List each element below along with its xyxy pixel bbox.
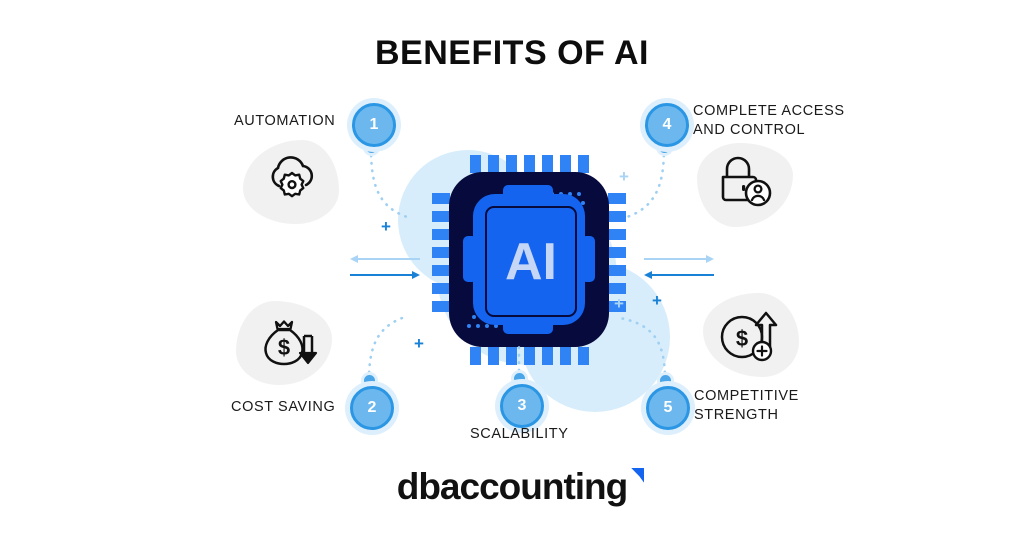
arrow-left-in — [350, 255, 420, 263]
chip-pin-left-3 — [432, 229, 450, 240]
benefit-badge-5[interactable]: 5 — [646, 386, 690, 430]
chip-pin-top-3 — [506, 155, 517, 173]
benefit-badge-2[interactable]: 2 — [350, 386, 394, 430]
competitive-strength-icon-blob — [703, 293, 799, 377]
chip-pin-bottom-2 — [488, 347, 499, 365]
cost-saving-icon-blob — [236, 301, 332, 385]
benefit-label-access-control-line2: AND CONTROL — [693, 122, 806, 138]
dollar-up-arrow-plus-icon: $ — [718, 303, 784, 367]
connector-dot-1 — [366, 142, 377, 153]
chip-pin-top-7 — [578, 155, 589, 173]
arrow-right-out — [644, 255, 714, 263]
chip-pin-left-7 — [432, 301, 450, 312]
chip-pin-top-4 — [524, 155, 535, 173]
connector-line-4 — [622, 146, 666, 220]
arrow-left-out — [350, 271, 420, 279]
connector-dot-5 — [660, 375, 671, 386]
chip-pin-right-7 — [608, 301, 626, 312]
chip-pin-bottom-1 — [470, 347, 481, 365]
benefit-label-access-control-line1: COMPLETE ACCESS — [693, 103, 845, 119]
chip-pin-top-1 — [470, 155, 481, 173]
connector-dot-4 — [659, 142, 670, 153]
chip-pin-left-1 — [432, 193, 450, 204]
ai-chip-icon: AI — [432, 155, 626, 365]
chip-pin-left-4 — [432, 247, 450, 258]
chip-pin-top-6 — [560, 155, 571, 173]
benefit-badge-3-number: 3 — [517, 397, 527, 414]
connector-dot-3 — [514, 373, 525, 384]
chip-pin-left-5 — [432, 265, 450, 276]
connector-line-5 — [618, 316, 667, 382]
chip-pin-right-2 — [608, 211, 626, 222]
connector-dot-2 — [364, 375, 375, 386]
brand-logo-text: dbaccounting — [397, 466, 645, 508]
plus-decor-bottom-left: + — [414, 334, 424, 353]
chip-pin-right-3 — [608, 229, 626, 240]
plus-decor-upper-right: + — [619, 167, 629, 186]
benefit-badge-3[interactable]: 3 — [500, 384, 544, 428]
benefit-badge-4[interactable]: 4 — [645, 103, 689, 147]
quote-corner-mark — [631, 468, 645, 483]
chip-pin-top-2 — [488, 155, 499, 173]
svg-text:$: $ — [736, 326, 748, 351]
chip-pin-bottom-3 — [506, 347, 517, 365]
plus-decor-right: + — [652, 291, 662, 310]
benefit-label-competitive-strength-line2: STRENGTH — [694, 407, 779, 423]
chip-pin-bottom-7 — [578, 347, 589, 365]
benefit-badge-1[interactable]: 1 — [352, 103, 396, 147]
benefit-label-competitive-strength-line1: COMPETITIVE — [694, 388, 799, 404]
plus-decor-left: + — [381, 217, 391, 236]
chip-pin-left-6 — [432, 283, 450, 294]
benefit-label-cost-saving: COST SAVING — [231, 399, 336, 415]
svg-text:$: $ — [278, 335, 290, 360]
chip-pin-left-2 — [432, 211, 450, 222]
chip-pin-bottom-5 — [542, 347, 553, 365]
chip-core: AI — [485, 206, 577, 317]
chip-label: AI — [505, 232, 557, 291]
brand-logo: dbaccounting — [0, 466, 1024, 508]
benefit-label-automation: AUTOMATION — [234, 113, 336, 129]
chip-pin-right-5 — [608, 265, 626, 276]
arrow-right-in — [644, 271, 714, 279]
money-bag-down-arrow-icon: $ — [256, 310, 318, 372]
page-title: BENEFITS OF AI — [375, 34, 649, 72]
chip-pin-right-4 — [608, 247, 626, 258]
connector-line-2 — [367, 314, 410, 382]
benefit-badge-5-number: 5 — [663, 399, 673, 416]
cloud-gear-icon — [263, 151, 321, 209]
chip-pin-bottom-6 — [560, 347, 571, 365]
benefit-badge-2-number: 2 — [367, 399, 377, 416]
chip-pin-bottom-4 — [524, 347, 535, 365]
padlock-user-icon — [713, 155, 775, 213]
chip-pin-right-6 — [608, 283, 626, 294]
benefit-label-scalability: SCALABILITY — [470, 426, 569, 442]
chip-pin-top-5 — [542, 155, 553, 173]
benefit-badge-4-number: 4 — [662, 116, 672, 133]
plus-decor-inner-right: + — [614, 294, 624, 313]
chip-pin-right-1 — [608, 193, 626, 204]
connector-line-1 — [369, 146, 412, 220]
benefit-badge-1-number: 1 — [369, 116, 379, 133]
